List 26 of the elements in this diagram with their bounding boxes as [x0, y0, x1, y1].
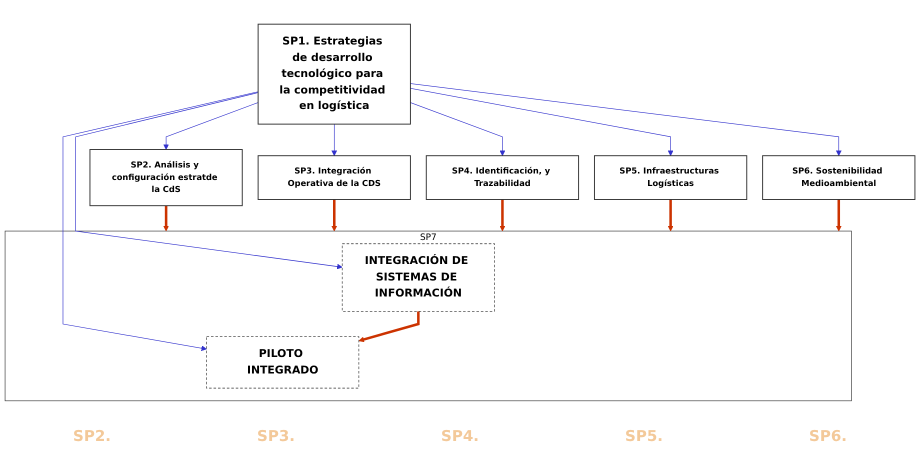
section-label: SP6. [809, 427, 847, 447]
section-label: SP4. [441, 427, 479, 447]
section-label: SP2. [73, 427, 111, 447]
arrow [358, 311, 420, 342]
arrow [331, 124, 338, 156]
arrow [668, 200, 674, 232]
arrow [410, 88, 674, 156]
node-box: SP4. Identificación, y Trazabilidad [426, 155, 580, 200]
arrow [410, 83, 842, 156]
node-box: SP3. Integración Operativa de la CDS [258, 155, 411, 200]
section-label: SP5. [625, 427, 663, 447]
node-box: SP5. Infraestructuras Logísticas [594, 155, 748, 200]
node-box: SP2. Análisis y configuración estratde la CdS [89, 149, 243, 206]
node-box: SP1. Estrategias de desarrollo tecnológico para la competitividad en logística [258, 24, 411, 125]
node-box: PILOTO INTEGRADO [206, 336, 360, 388]
node-box: SP6. Sostenibilidad Medioambiental [762, 155, 916, 200]
node-box: INTEGRACIÓN DE SISTEMAS DE INFORMACIÓN [342, 243, 495, 312]
arrow [163, 206, 169, 232]
arrow [331, 200, 338, 232]
arrow [836, 200, 842, 232]
arrow [75, 92, 342, 270]
arrow [163, 102, 258, 150]
arrow [62, 91, 258, 351]
arrow [410, 102, 506, 156]
section-label: SP3. [257, 427, 295, 447]
arrow [500, 200, 506, 232]
